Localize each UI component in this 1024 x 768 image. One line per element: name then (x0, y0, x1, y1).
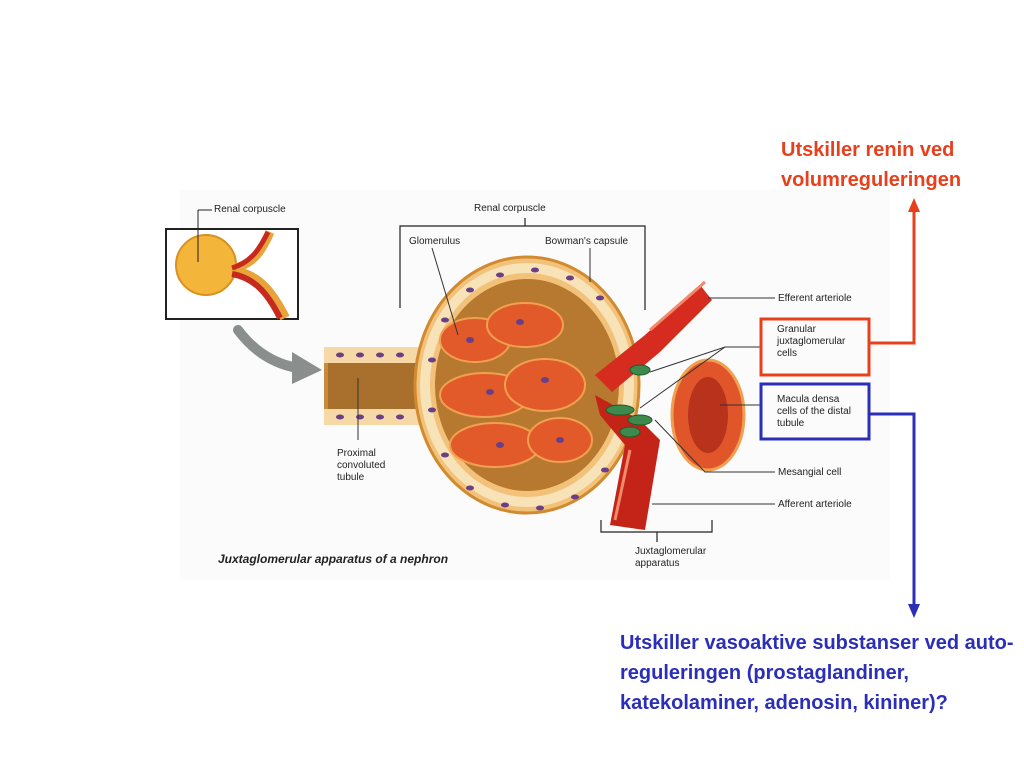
granular-cells (605, 364, 653, 438)
glomerulus-label: Glomerulus (409, 236, 461, 247)
vasoactive-arrow-head (908, 604, 920, 618)
renin-arrow-head (908, 198, 920, 212)
renal-corpuscle-bracket (399, 225, 646, 310)
figure-caption: Juxtaglomerular apparatus of a nephron (218, 552, 449, 566)
macula-densa-label: Macula densa cells of the distal tubule (777, 394, 851, 429)
distal-tubule (670, 358, 746, 472)
bowmans-capsule-label: Bowman's capsule (545, 236, 629, 247)
granular-highlight-box (759, 317, 871, 377)
capsule-nuclei (428, 267, 609, 511)
inset-corpuscle (175, 230, 290, 321)
jg-apparatus-label: Juxtaglomerular apparatus (635, 546, 707, 569)
zoom-arrow (233, 325, 303, 373)
zoom-arrow-head (292, 352, 322, 384)
afferent-arteriole-label: Afferent arteriole (778, 499, 852, 510)
proximal-tubule-label: Proximal convoluted tubule (337, 448, 386, 483)
efferent-arteriole-label: Efferent arteriole (778, 293, 852, 304)
renin-arrow (869, 210, 916, 345)
inset-renal-corpuscle-label: Renal corpuscle (214, 204, 286, 215)
vasoactive-arrow (869, 412, 916, 606)
renal-corpuscle-label: Renal corpuscle (474, 203, 546, 214)
efferent-arteriole (595, 280, 712, 392)
glomerulus-tuft (439, 302, 593, 468)
leader-lines (357, 247, 775, 505)
mesangial-cell-label: Mesangial cell (778, 467, 842, 478)
bowmans-capsule-wall (420, 263, 634, 507)
afferent-arteriole (595, 395, 660, 530)
vasoactive-annotation: Utskiller vasoaktive substanser ved auto… (620, 632, 1014, 714)
granular-cells-label: Granular juxtaglomerular cells (777, 324, 846, 359)
macula-highlight-box (759, 382, 871, 441)
proximal-tubule (324, 347, 429, 425)
renin-annotation: Utskiller renin ved volumreguleringen (781, 139, 962, 191)
